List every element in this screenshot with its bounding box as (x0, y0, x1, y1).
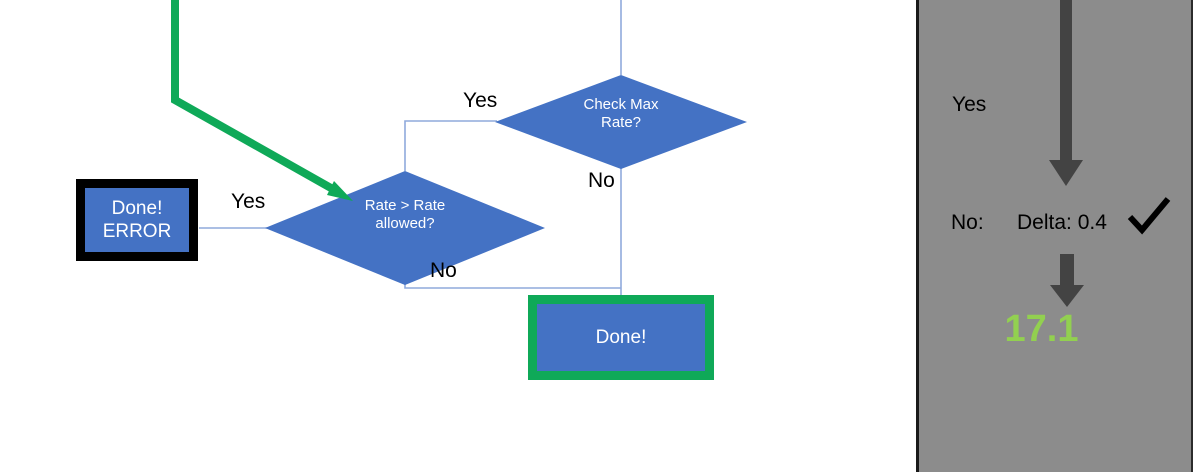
panel-no-label: No: (951, 211, 984, 234)
decision-check-max-rate (495, 75, 747, 169)
check-mark-icon (1127, 197, 1171, 235)
panel-delta-label: Delta: 0.4 (1017, 211, 1107, 234)
edge-label-no-from-rate: No (430, 259, 457, 282)
highlight-path-green (171, 0, 340, 196)
decision-rate-greater-than-allowed (265, 171, 545, 285)
edge-label-yes-to-error: Yes (231, 190, 266, 213)
down-arrow-long (1049, 0, 1083, 186)
annotation-panel: Yes No: Delta: 0.4 17.1 (916, 0, 1193, 472)
highlight-path-arrowhead (327, 181, 353, 201)
panel-arrows (1049, 0, 1084, 307)
edge-label-yes-to-max-rate: Yes (463, 89, 498, 112)
process-done-error: Done! ERROR (76, 179, 198, 261)
down-arrow-short (1050, 254, 1084, 307)
panel-yes-label: Yes (952, 93, 987, 116)
edge-label-no-from-max-rate: No (588, 169, 615, 192)
process-done: Done! (528, 295, 714, 380)
connector-rate-to-maxrate (404, 120, 497, 171)
panel-result-value: 17.1 (1004, 308, 1079, 350)
